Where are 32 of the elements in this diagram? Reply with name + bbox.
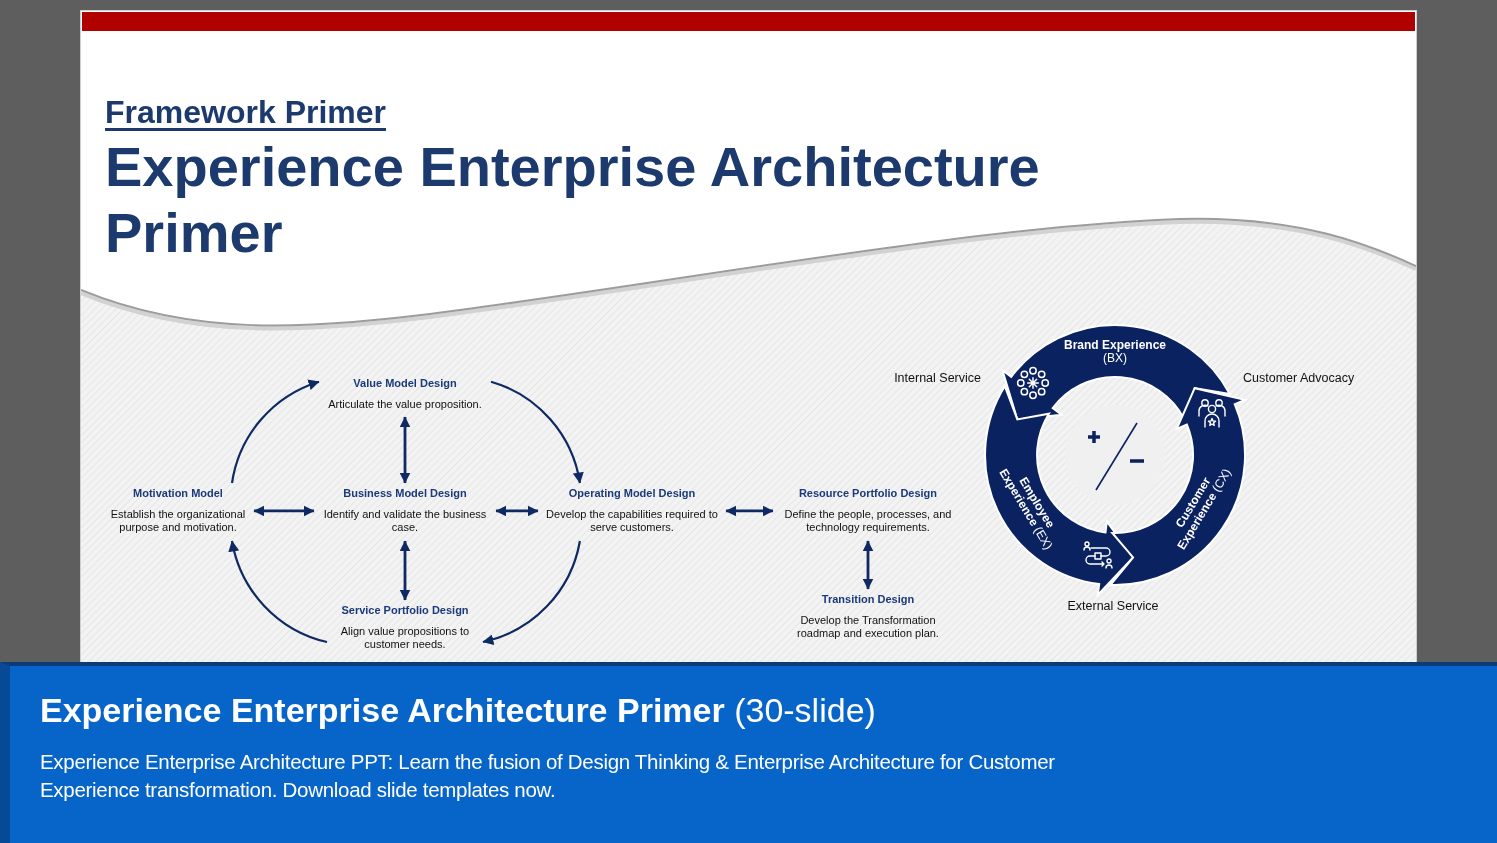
step-title: Service Portfolio Design <box>341 603 469 617</box>
step-description: Establish the organizational purpose and motivation. <box>109 508 247 534</box>
double-arrow <box>862 540 874 590</box>
double-arrow <box>399 540 411 601</box>
double-arrow <box>725 505 774 517</box>
step-description: Articulate the value proposition. <box>328 398 482 411</box>
step-description: Define the people, processes, and technology requirements. <box>783 508 953 534</box>
double-arrow <box>399 416 411 484</box>
step-description: Identify and validate the business case. <box>322 508 488 534</box>
step-description: Develop the Transformation roadmap and execution plan. <box>796 614 940 640</box>
step-title: Transition Design <box>821 592 915 606</box>
curved-arrow <box>229 540 328 644</box>
banner-description: Experience Enterprise Architecture PPT: Learn the fusion of Design Thinking & Enterprise Architecture for Customer Experience transformation. Download slide templates now. <box>40 749 1056 803</box>
double-arrow <box>495 505 539 517</box>
step-description: Align value propositions to customer needs. <box>339 625 471 651</box>
curved-arrow <box>490 380 584 484</box>
step-title: Motivation Model <box>133 486 223 500</box>
subtitle: Framework Primer <box>105 93 386 132</box>
banner-heading: Experience Enterprise Architecture Primer (30-slide) <box>40 690 876 731</box>
step-title: Value Model Design <box>353 376 457 390</box>
ring-label: Customer Advocacy <box>1243 370 1355 386</box>
double-arrow <box>253 505 315 517</box>
step-title: Operating Model Design <box>568 486 696 500</box>
step-description: Develop the capabilities required to serve customers. <box>545 508 719 534</box>
curved-arrow <box>230 380 320 484</box>
slide-title: Experience Enterprise Architecture Primer <box>105 134 1041 266</box>
step-title: Resource Portfolio Design <box>798 486 938 500</box>
segment-label: Brand Experience (BX) <box>1062 339 1167 365</box>
curved-arrow <box>482 540 581 645</box>
ring-label: External Service <box>1066 598 1160 614</box>
step-title: Business Model Design <box>343 486 467 500</box>
ring-label: Internal Service <box>893 370 981 386</box>
